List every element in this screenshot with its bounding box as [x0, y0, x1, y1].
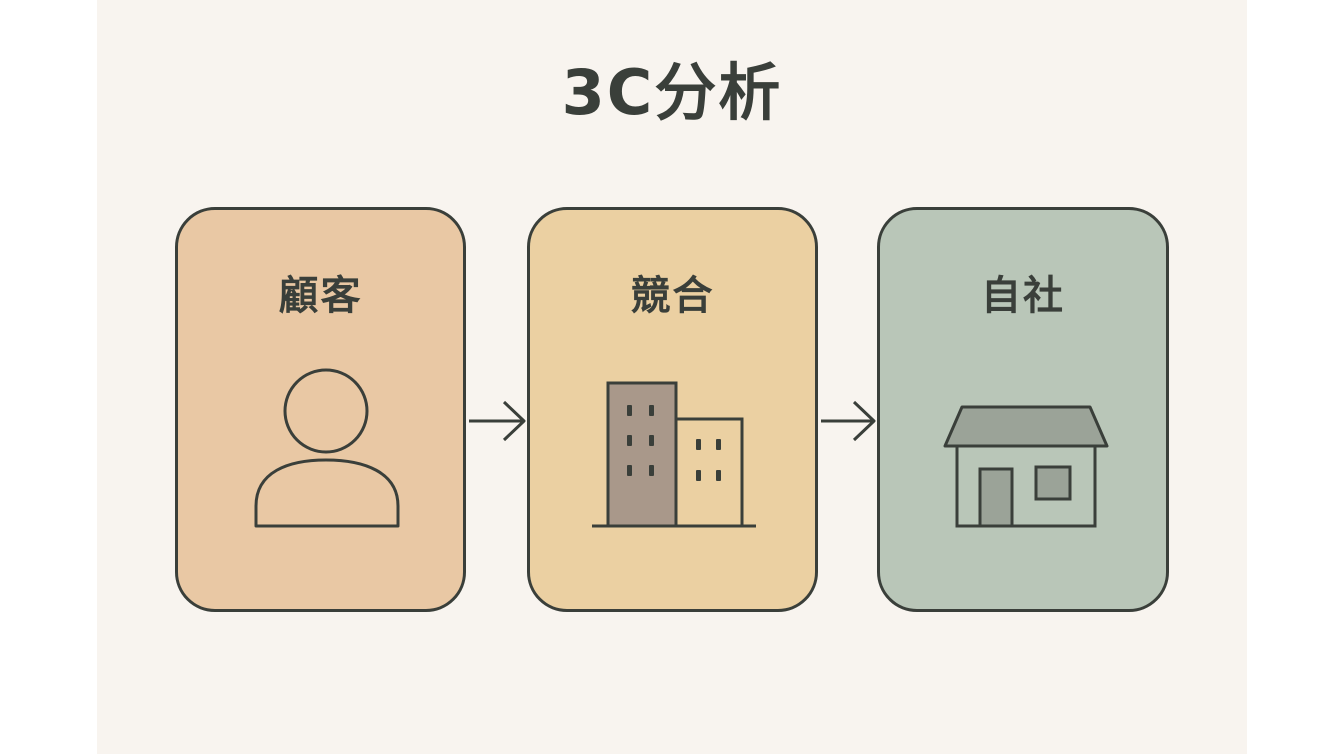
card-company: 自社	[877, 207, 1169, 612]
diagram-canvas: 3C分析 顧客 競合	[97, 0, 1247, 754]
buildings-icon	[592, 381, 756, 528]
arrow-right-icon	[469, 400, 526, 442]
person-icon	[254, 368, 400, 528]
card-label-customer: 顧客	[278, 273, 363, 319]
card-competitor: 競合	[527, 207, 818, 612]
card-customer: 顧客	[175, 207, 466, 612]
arrow-right-icon	[821, 400, 876, 442]
card-label-company: 自社	[981, 273, 1065, 319]
house-icon	[943, 405, 1109, 528]
card-label-competitor: 競合	[630, 273, 715, 319]
diagram-title: 3C分析	[561, 56, 783, 129]
